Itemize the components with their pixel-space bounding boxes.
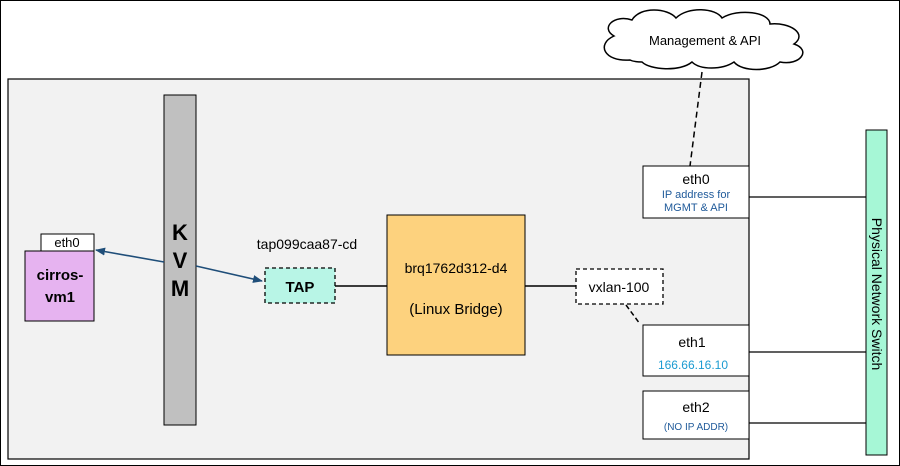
tap-box [264, 267, 336, 304]
bridge-box [386, 214, 526, 356]
nic-eth2: eth2 (NO IP ADDR) [642, 390, 750, 440]
nic-eth0-desc-line2: MGMT & API [664, 202, 728, 214]
management-cloud: Management & API [603, 9, 804, 71]
cloud-shape [603, 9, 804, 71]
vm-box [24, 250, 95, 322]
switch-label: Physical Network Switch [869, 218, 885, 371]
vm-nic-label: eth0 [54, 235, 79, 250]
switch-bar [865, 129, 888, 456]
tap-name: tap099caa87-cd [257, 236, 357, 252]
mgmt-dashed-link [689, 71, 703, 167]
vxlan-label: vxlan-100 [589, 279, 650, 295]
vxlan-to-eth1-link [625, 304, 641, 325]
vxlan-box [575, 268, 664, 305]
physical-switch: Physical Network Switch [865, 129, 888, 456]
vm-name-line1: cirros- [37, 267, 84, 284]
vxlan-interface: vxlan-100 [575, 268, 664, 305]
vm-cirros: eth0 cirros- vm1 [24, 233, 95, 322]
nic-eth1: eth1 166.66.16.10 [642, 324, 750, 377]
kvm-letter-v: V [173, 248, 188, 273]
tap-label: TAP [286, 279, 315, 296]
kvm-letter-m: M [171, 276, 189, 301]
kvm-letter-k: K [172, 220, 188, 245]
linux-bridge: brq1762d312-d4 (Linux Bridge) [386, 214, 526, 356]
kvm-bar [163, 94, 197, 426]
bridge-name: brq1762d312-d4 [405, 260, 508, 276]
nic-eth0-desc-line1: IP address for [662, 189, 731, 201]
nic-eth2-name: eth2 [682, 399, 709, 415]
cloud-label: Management & API [649, 33, 761, 48]
kvm-to-tap-link [195, 265, 263, 283]
nic-eth2-desc: (NO IP ADDR) [664, 422, 728, 433]
nic-eth0-box [642, 165, 750, 219]
vm-name-line2: vm1 [45, 289, 75, 306]
nic-eth0-name: eth0 [682, 171, 709, 187]
nic-eth0: eth0 IP address for MGMT & API [642, 165, 750, 219]
nic-eth2-box [642, 390, 750, 440]
nic-eth1-box [642, 324, 750, 377]
tap-device: tap099caa87-cd TAP [257, 236, 357, 304]
nic-eth1-name: eth1 [678, 334, 705, 350]
kvm-hypervisor: K V M [163, 94, 197, 426]
bridge-type: (Linux Bridge) [409, 301, 502, 318]
vm-to-kvm-link [95, 247, 165, 263]
nic-eth1-ip: 166.66.16.10 [658, 358, 728, 372]
